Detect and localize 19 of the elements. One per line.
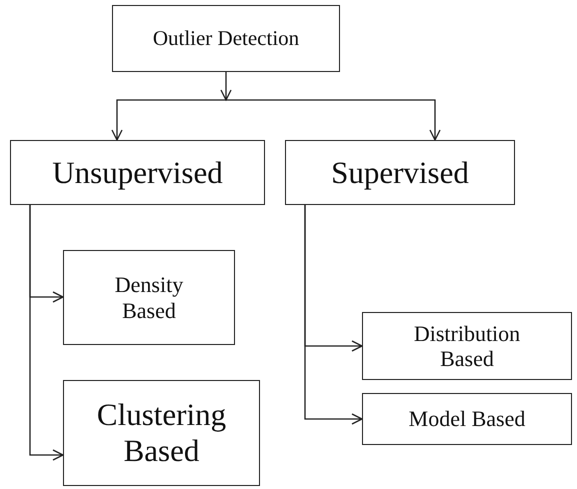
box-label: Distribution Based xyxy=(412,320,522,372)
process-box xyxy=(10,140,265,205)
box-label: Clustering Based xyxy=(96,397,228,469)
arrow xyxy=(29,205,64,461)
arrow xyxy=(111,99,226,141)
arrow xyxy=(226,99,441,141)
box-label: Density Based xyxy=(114,272,184,323)
process-box xyxy=(63,380,260,486)
arrow xyxy=(304,205,363,425)
process-box xyxy=(112,5,340,72)
box-label: Unsupervised xyxy=(52,154,223,190)
process-box xyxy=(285,140,515,205)
arrow xyxy=(220,72,232,101)
process-box xyxy=(362,393,572,445)
process-box xyxy=(362,312,572,380)
box-label: Model Based xyxy=(408,406,526,432)
box-label: Outlier Detection xyxy=(152,26,300,51)
process-box xyxy=(63,250,235,345)
box-label: Supervised xyxy=(331,154,469,190)
